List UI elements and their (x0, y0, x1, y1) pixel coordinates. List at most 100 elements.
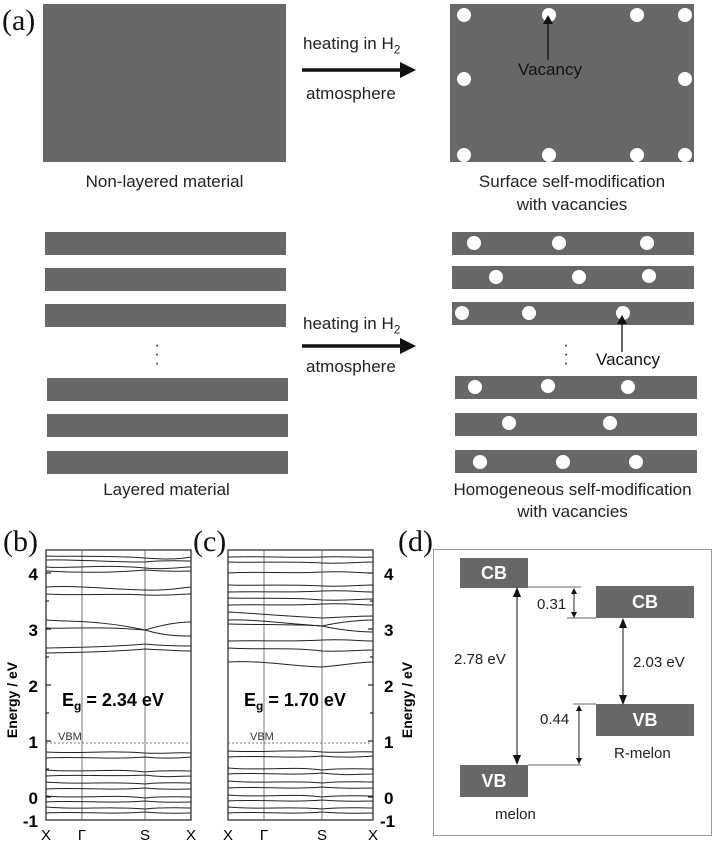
ytick-1: 1 (29, 733, 38, 752)
layer-strip (45, 232, 286, 255)
vacancy-dot (455, 306, 469, 320)
arrow-label-mid-2: atmosphere (306, 357, 396, 376)
ellipsis-dots-left: ··· (154, 337, 160, 372)
ytick-1-c: 1 (384, 733, 393, 752)
vacancy-dot (473, 455, 487, 469)
vacancy-pointer-mid (617, 315, 627, 352)
xtick-S-c: S (317, 827, 327, 844)
vacancy-dot (502, 416, 516, 430)
vacancy-dot (603, 416, 617, 430)
ylabel-b: Energy / eV (4, 661, 20, 738)
vacancy-pointer-top (543, 15, 553, 60)
layer-strip (45, 304, 286, 327)
vacancy-dot (468, 380, 482, 394)
vacancy-dot (489, 270, 503, 284)
layer-strip-vacancies (452, 232, 694, 255)
vacancy-label-mid: Vacancy (596, 350, 660, 369)
vacancy-dot (552, 236, 566, 250)
ytick-2-c: 2 (384, 677, 393, 696)
ellipsis-dots-right: ··· (563, 337, 569, 372)
arrow-label-top-2: atmosphere (306, 84, 396, 103)
layer-strip (47, 414, 288, 437)
melon-gap-label: 2.78 eV (454, 651, 506, 668)
ytick-0-c: 0 (384, 789, 393, 808)
band-structure-b: 4 3 2 1 0 -1 Energy / eV VBM (4, 549, 196, 844)
panel-c-letter: (c) (193, 525, 227, 558)
layer-strip (47, 451, 288, 474)
layer-strip-vacancies (455, 450, 697, 473)
arrow-label-mid-1: heating in H2 (303, 314, 401, 337)
vacancy-dot (556, 455, 570, 469)
vacancy-dot (542, 8, 556, 22)
xtick-S-b: S (140, 827, 150, 844)
rmelon-label: R-melon (614, 745, 671, 762)
melon-cb-box: CB (460, 558, 528, 588)
gap-label-b: Eg = 2.34 eV (62, 690, 164, 713)
non-layered-block (43, 4, 286, 162)
caption-surface-1: Surface self-modification (478, 172, 666, 191)
vacancy-dot (541, 379, 555, 393)
caption-homog-2: with vacancies (517, 502, 628, 521)
vacancy-dot (630, 8, 644, 22)
vacancy-dot (640, 236, 654, 250)
band-diagram-lines (513, 586, 627, 766)
layer-strip (45, 268, 286, 291)
panel-a-letter: (a) (2, 4, 36, 37)
layer-strip-vacancies (452, 302, 694, 325)
vacancy-dot (522, 306, 536, 320)
xtick-gamma-b: Γ (78, 827, 86, 844)
vacancy-dot (630, 148, 644, 162)
layer-strip-vacancies (452, 266, 694, 289)
rmelon-gap-label: 2.03 eV (633, 654, 685, 671)
offset-vb-label: 0.44 (540, 711, 570, 728)
ytick-0: 0 (29, 789, 38, 808)
ytick-neg1-c: -1 (380, 812, 395, 831)
arrow-middle (302, 338, 416, 354)
vacancy-dot (457, 148, 471, 162)
vacancy-dot (616, 306, 630, 320)
gap-label-c: Eg = 1.70 eV (244, 690, 346, 713)
vacancy-dot (542, 148, 556, 162)
ytick-2: 2 (29, 677, 38, 696)
ytick-4: 4 (29, 565, 39, 584)
vacancy-label-top: Vacancy (518, 60, 582, 79)
caption-surface-2: with vacancies (516, 195, 628, 214)
vacancy-dot (642, 269, 656, 283)
vacancy-dot (678, 8, 692, 22)
xtick-X-left-c: X (223, 827, 233, 844)
caption-non-layered: Non-layered material (85, 172, 244, 191)
layer-strip-vacancies (455, 376, 697, 399)
surface-modified-block (450, 4, 694, 162)
vacancy-dot (678, 72, 692, 86)
arrow-top (302, 62, 416, 78)
xtick-X-left-b: X (41, 827, 51, 844)
caption-layered: Layered material (103, 480, 230, 499)
vacancy-dot (572, 270, 586, 284)
ytick-neg1: -1 (23, 812, 38, 831)
vacancy-dot (457, 72, 471, 86)
layer-strip (47, 378, 288, 401)
xtick-gamma-c: Γ (260, 827, 268, 844)
vacancy-dot (629, 455, 643, 469)
band-structure-c: 4 3 2 1 0 -1 Energy / eV VBM (223, 549, 415, 844)
xtick-X-right-c: X (368, 827, 378, 844)
caption-homog-1: Homogeneous self-modification (453, 480, 692, 499)
ytick-3: 3 (29, 621, 38, 640)
layer-strip-vacancies (455, 413, 697, 436)
rmelon-vb-box: VB (596, 704, 694, 736)
ylabel-c: Energy / eV (399, 661, 415, 738)
arrow-label-top-1: heating in H2 (303, 34, 401, 57)
ytick-3-c: 3 (384, 621, 393, 640)
vbm-label-c: VBM (250, 731, 274, 743)
xtick-X-right-b: X (186, 827, 196, 844)
vacancy-dot (678, 148, 692, 162)
ytick-4-c: 4 (384, 565, 394, 584)
rmelon-cb-box: CB (596, 586, 694, 618)
vacancy-dot (621, 380, 635, 394)
melon-vb-box: VB (460, 765, 528, 797)
vacancy-dot (457, 8, 471, 22)
vacancy-dot (467, 236, 481, 250)
panel-b-letter: (b) (3, 525, 38, 558)
offset-cb-label: 0.31 (537, 596, 567, 613)
